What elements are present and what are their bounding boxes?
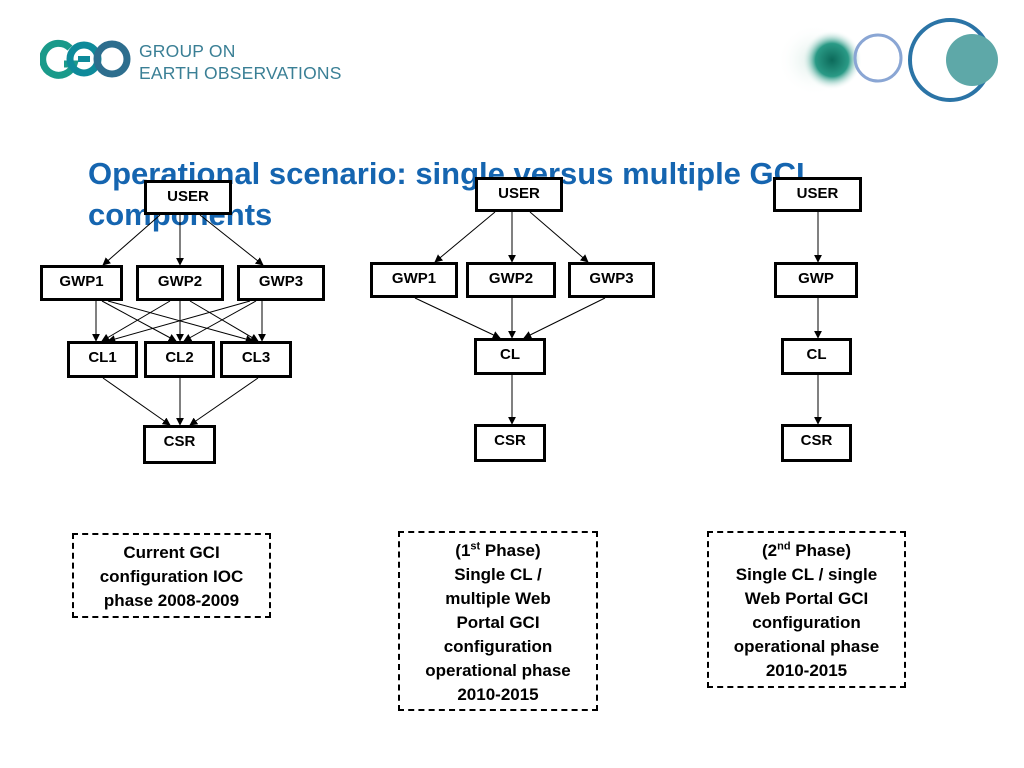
- d1-csr-box: CSR: [143, 425, 216, 464]
- d3-gwp-box: GWP: [774, 262, 858, 298]
- d1-gwp1-box: GWP1: [40, 265, 123, 301]
- caption-current-line1: Current GCI: [123, 543, 220, 562]
- d1-cl3-box: CL3: [220, 341, 292, 378]
- caption-phase1-heading: (1st Phase): [400, 539, 596, 563]
- caption-phase2: (2nd Phase) Single CL / single Web Porta…: [707, 531, 906, 688]
- caption-phase2-heading: (2nd Phase): [709, 539, 904, 563]
- d3-user-box: USER: [773, 177, 862, 212]
- d2-gwp1-box: GWP1: [370, 262, 458, 298]
- d2-gwp2-box: GWP2: [466, 262, 556, 298]
- caption-phase2-line4: operational phase: [733, 637, 880, 656]
- caption-phase2-line5: 2010-2015: [765, 661, 848, 680]
- caption-phase1-head-rest: Phase): [480, 541, 541, 560]
- d2-cl-box: CL: [474, 338, 546, 375]
- caption-phase1-head-sup: st: [470, 540, 481, 553]
- caption-phase1-line5: operational phase: [425, 661, 571, 680]
- org-name-line1: GROUP ON: [139, 41, 236, 61]
- d2-csr-box: CSR: [474, 424, 546, 462]
- caption-phase1: (1st Phase) Single CL / multiple Web Por…: [398, 531, 598, 711]
- caption-phase2-head-sup: nd: [777, 540, 791, 553]
- d1-cl1-box: CL1: [67, 341, 138, 378]
- caption-phase1-line1: Single CL /: [454, 565, 542, 584]
- caption-phase2-line1: Single CL / single: [735, 565, 878, 584]
- caption-phase2-line3: configuration: [752, 613, 861, 632]
- d1-cl2-box: CL2: [144, 341, 215, 378]
- caption-phase1-line3: Portal GCI: [456, 613, 540, 632]
- geo-logo-icon: [40, 39, 131, 79]
- earth-circles-icon: [777, 18, 998, 102]
- caption-current-line2: configuration IOC: [99, 567, 244, 586]
- d1-gwp2-box: GWP2: [136, 265, 224, 301]
- d1-user-box: USER: [144, 180, 232, 215]
- d1-gwp3-box: GWP3: [237, 265, 325, 301]
- d2-user-box: USER: [475, 177, 563, 212]
- caption-current-config: Current GCI configuration IOC phase 2008…: [72, 533, 271, 618]
- org-name-line2: EARTH OBSERVATIONS: [139, 63, 342, 83]
- caption-current-line3: phase 2008-2009: [103, 591, 240, 610]
- caption-phase2-head-rest: Phase): [790, 541, 852, 560]
- d3-cl-box: CL: [781, 338, 852, 375]
- caption-phase1-line6: 2010-2015: [457, 685, 539, 704]
- d2-gwp3-box: GWP3: [568, 262, 655, 298]
- d3-csr-box: CSR: [781, 424, 852, 462]
- caption-phase1-head-open: (1: [455, 541, 471, 560]
- caption-phase1-line4: configuration: [443, 637, 553, 656]
- org-name: GROUP ON EARTH OBSERVATIONS: [139, 40, 342, 84]
- caption-phase1-line2: multiple Web: [445, 589, 551, 608]
- caption-phase2-line2: Web Portal GCI: [744, 589, 869, 608]
- caption-phase2-head-open: (2: [761, 541, 778, 560]
